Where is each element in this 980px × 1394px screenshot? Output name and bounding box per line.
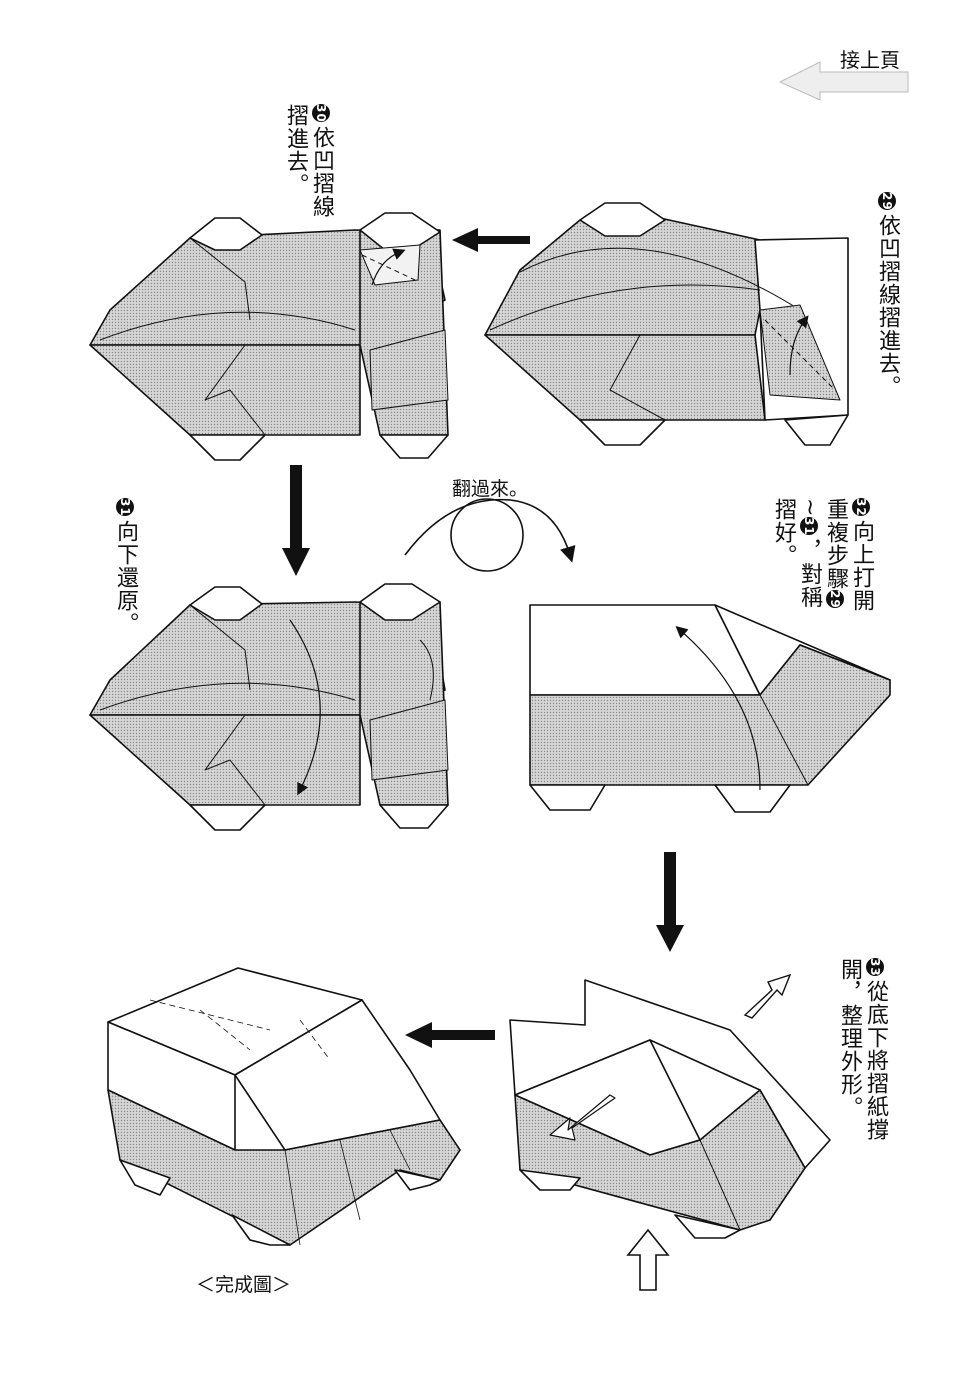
step-29-figure (484, 202, 849, 446)
header-arrow-icon (778, 61, 909, 101)
step-32-caption: 32向上打開重複步驟29 ~31，對稱摺好。 (770, 498, 874, 618)
arrow-29-to-30-icon (452, 228, 530, 252)
arrow-32-to-33-icon (656, 852, 684, 952)
step-29-number: 29 (878, 192, 896, 211)
step-33-figure (509, 979, 831, 1239)
step-31-caption: 31 向下還原。 (112, 498, 138, 635)
step-29-text: 依凹摺線摺進去。 (875, 214, 900, 398)
step-32-range-start: 29 (826, 590, 844, 609)
flip-over-label: 翻過來。 (452, 478, 529, 500)
step-30-number: 30 (312, 104, 330, 123)
push-up-arrow-icon (626, 1228, 670, 1291)
arrow-30-to-31-icon (282, 465, 310, 576)
step-32-text-after: ，對稱摺好。 (771, 498, 822, 609)
step-29-caption: 29 依凹摺線摺進去。 (874, 192, 900, 398)
step-32-number: 32 (852, 498, 870, 517)
step-32-figure (529, 604, 891, 813)
step-33-text: 從底下將摺紙撐開，整理外形。 (837, 958, 888, 1141)
flip-over-icon (404, 498, 576, 572)
step-32-text: 向上打開重複步驟 (823, 498, 874, 612)
completed-model-figure (107, 967, 461, 1246)
arrow-33-to-complete-icon (405, 1022, 495, 1048)
step-31-number: 31 (116, 498, 134, 517)
step-30-caption: 30依凹摺線摺進去。 (282, 104, 334, 224)
open-up-arrow-icon (743, 973, 792, 1019)
step-32-range-sep: ~ (797, 498, 822, 518)
step-31-text: 向下還原。 (113, 520, 138, 635)
step-32-range-end: 31 (800, 517, 818, 537)
step-30-text: 依凹摺線摺進去。 (283, 104, 334, 218)
step-33-caption: 33從底下將摺紙撐開，整理外形。 (836, 958, 888, 1158)
step-31-figure (89, 583, 449, 831)
step-33-number: 33 (866, 958, 884, 977)
completed-figure-label: ＜完成圖＞ (196, 1274, 292, 1296)
step-30-figure (89, 212, 449, 461)
continued-from-previous-label: 接上頁 (840, 48, 900, 72)
